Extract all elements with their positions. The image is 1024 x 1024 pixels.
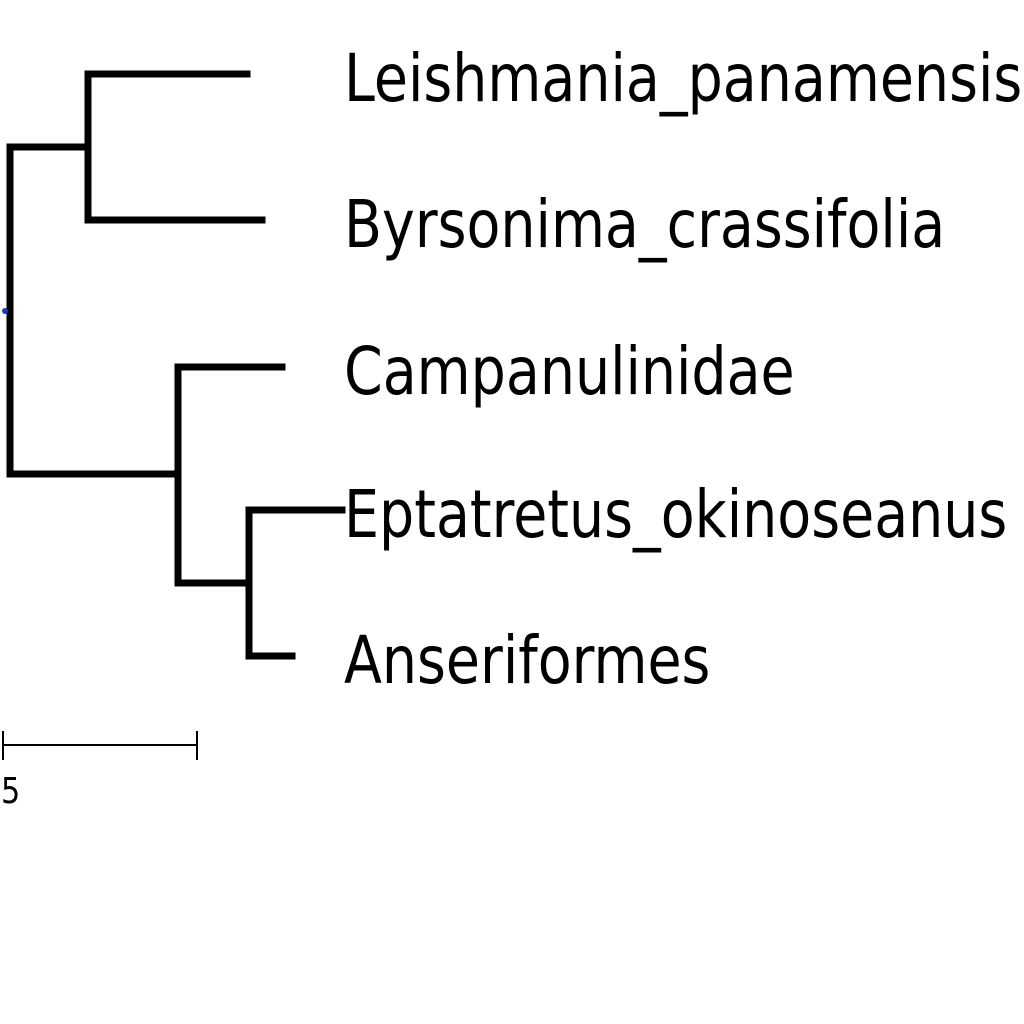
tree-branches (6, 70, 346, 660)
leaf-labels: Leishmania_panamensisByrsonima_crassifol… (344, 40, 1022, 699)
scale-bar-label: 5 (1, 769, 20, 811)
root-node-marker (2, 308, 8, 314)
leaf-label: Byrsonima_crassifolia (344, 186, 945, 263)
scale-bar: 5 (1, 731, 198, 812)
leaf-label: Anseriformes (344, 622, 710, 699)
leaf-label: Campanulinidae (344, 333, 795, 410)
leaf-label: Leishmania_panamensis (344, 40, 1022, 117)
leaf-label: Eptatretus_okinoseanus (344, 476, 1007, 553)
